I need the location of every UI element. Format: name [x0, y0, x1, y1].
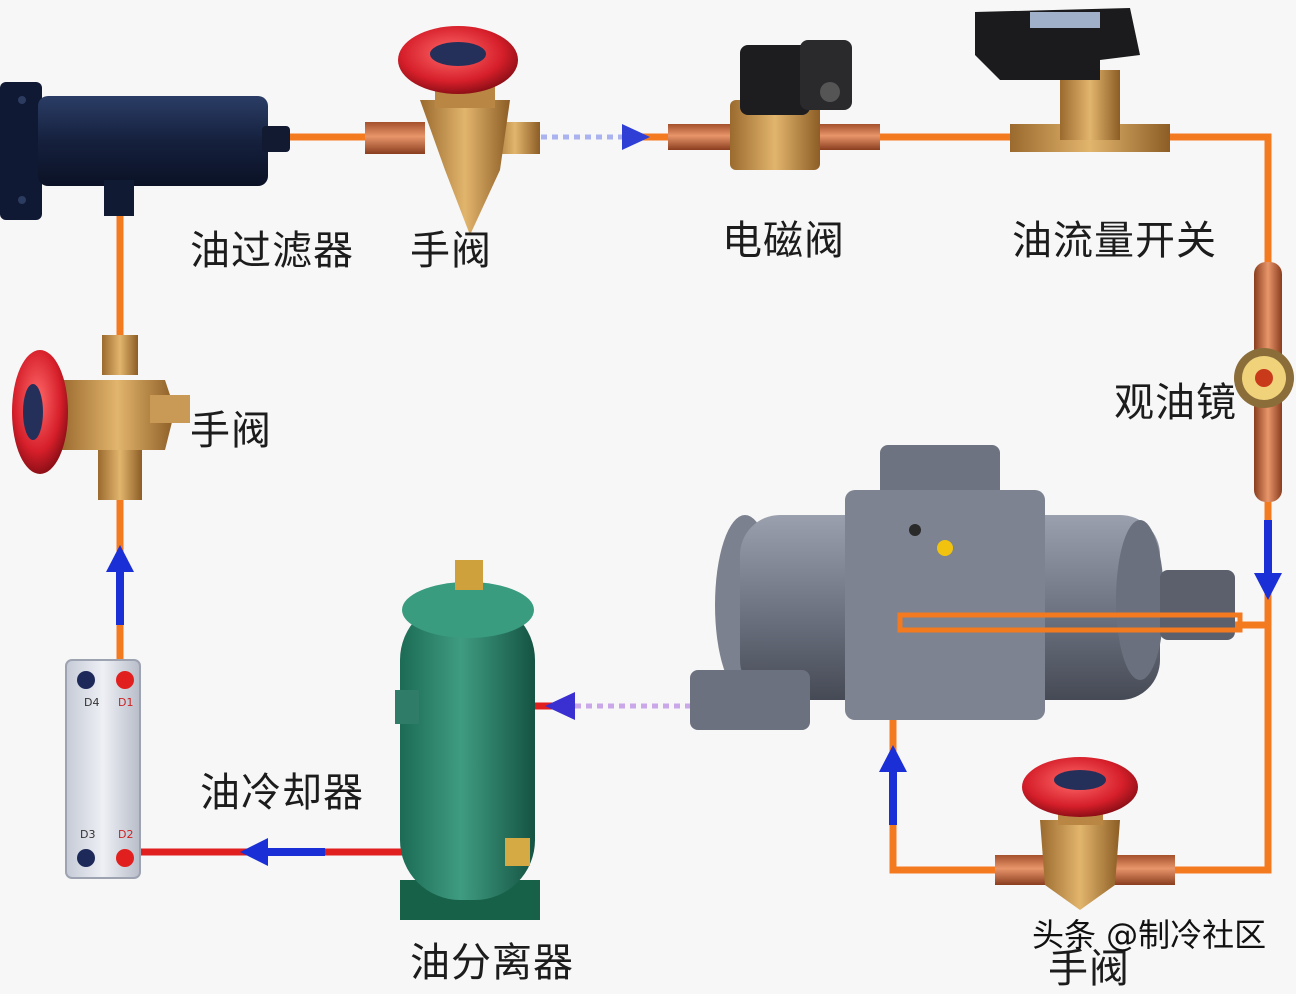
- port-label-d3: D3: [80, 828, 95, 841]
- oil-separator: [395, 560, 540, 920]
- compressor: [690, 445, 1243, 730]
- label-solenoid-valve: 电磁阀: [722, 218, 845, 264]
- label-oil-filter: 油过滤器: [190, 228, 354, 274]
- oil-filter-flange: [0, 82, 42, 220]
- port-label-d4: D4: [84, 696, 99, 709]
- flow-arrows: [106, 124, 1282, 866]
- label-sight-glass: 观油镜: [1114, 380, 1237, 426]
- manual-valve-left: [12, 335, 190, 500]
- flow-arrow-right-top: [622, 124, 650, 150]
- flow-arrow-left-cooler: [240, 838, 268, 866]
- flow-arrow-shaft-bottom: [889, 765, 897, 825]
- flow-arrow-down-right: [1254, 573, 1282, 600]
- port-label-d1: D1: [118, 696, 133, 709]
- solenoid-valve: [668, 40, 880, 170]
- flow-arrow-up-left: [106, 545, 134, 572]
- flow-arrow-left-separator: [545, 692, 575, 720]
- flow-arrow-shaft-cooler: [265, 848, 325, 856]
- flow-arrow-shaft-left: [116, 565, 124, 625]
- pipe-sightglass-down: [1166, 496, 1272, 874]
- oil-filter: [0, 82, 290, 220]
- oil-filter-body: [38, 96, 268, 186]
- oil-circuit-diagram: D4 D1 D3 D2: [0, 8, 1294, 920]
- label-oil-cooler: 油冷却器: [200, 770, 364, 816]
- label-manual-valve-top: 手阀: [410, 228, 492, 274]
- sight-glass: [1234, 262, 1294, 502]
- flow-arrow-shaft-right: [1264, 520, 1272, 580]
- flow-arrow-up-bottom: [879, 745, 907, 772]
- oil-flow-switch: [975, 8, 1170, 152]
- label-oil-separator: 油分离器: [410, 940, 574, 986]
- label-manual-valve-left: 手阀: [190, 408, 272, 454]
- label-oil-flow-switch: 油流量开关: [1012, 218, 1217, 264]
- pipe-flowswitch-to-sightglass: [1161, 133, 1272, 266]
- watermark: 头条 @制冷社区: [1032, 916, 1267, 954]
- oil-cooler: D4 D1 D3 D2: [65, 659, 141, 879]
- manual-valve-top: [365, 26, 540, 235]
- manual-valve-bottom: [995, 757, 1175, 910]
- port-label-d2: D2: [118, 828, 133, 841]
